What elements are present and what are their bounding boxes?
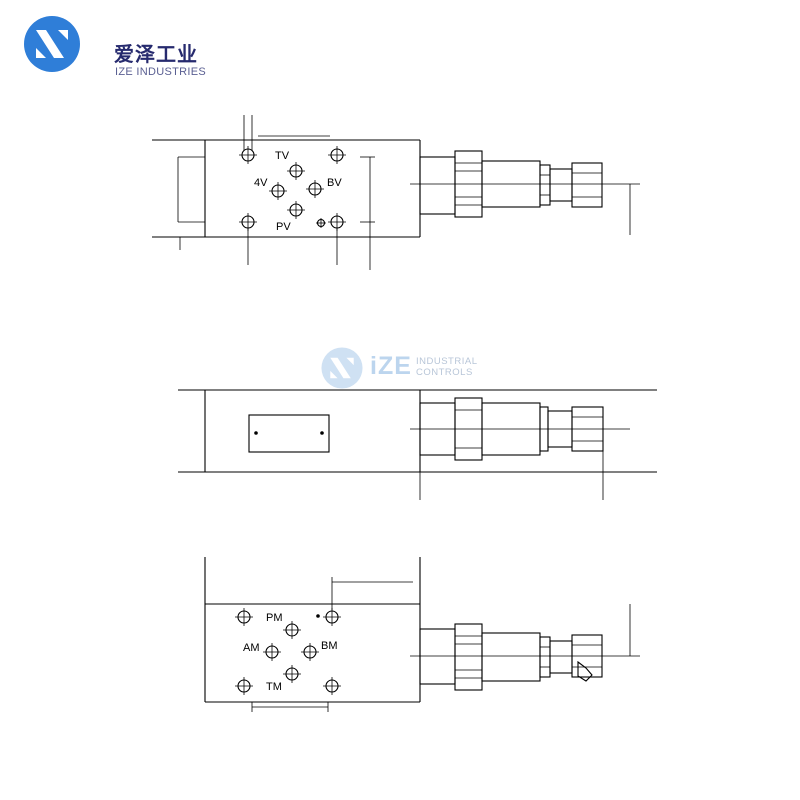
mount-hole-icon xyxy=(238,145,258,165)
mount-hole-icon xyxy=(327,145,347,165)
pin-hole-icon xyxy=(315,217,327,229)
port-label-pm: PM xyxy=(266,612,283,624)
mount-hole-icon xyxy=(327,212,347,232)
brand-logo: 爱泽工业 IZE INDUSTRIES xyxy=(22,14,222,78)
mount-hole-icon xyxy=(322,676,342,696)
port-label-tm: TM xyxy=(266,681,282,693)
watermark-line1: INDUSTRIAL xyxy=(416,356,478,367)
middle-view xyxy=(178,389,657,500)
port-tm-icon xyxy=(282,664,302,684)
port-label-tv: TV xyxy=(275,150,290,162)
nameplate xyxy=(248,414,330,453)
mount-hole-icon xyxy=(238,212,258,232)
port-pv-icon xyxy=(286,200,306,220)
pin-hole-icon xyxy=(316,614,320,618)
mount-hole-icon xyxy=(322,607,342,627)
bottom-view: PM AM BM TM xyxy=(204,557,640,712)
port-label-pv: PV xyxy=(276,221,291,233)
top-view: TV 4V BV PV xyxy=(152,115,640,270)
port-tv-icon xyxy=(286,161,306,181)
port-label-am: AM xyxy=(243,642,260,654)
mount-hole-icon xyxy=(234,607,254,627)
port-label-bm: BM xyxy=(321,640,338,652)
mount-hole-icon xyxy=(234,676,254,696)
port-bm-icon xyxy=(300,642,320,662)
port-4v-icon xyxy=(268,181,288,201)
watermark-logo-icon xyxy=(321,347,363,389)
watermark-subtitle: INDUSTRIAL CONTROLS xyxy=(416,356,477,378)
port-pm-icon xyxy=(282,620,302,640)
brand-name-en: IZE INDUSTRIES xyxy=(115,66,206,78)
ize-logo-icon xyxy=(24,16,80,72)
lock-lever-icon xyxy=(577,660,593,682)
watermark-line2: CONTROLS xyxy=(416,367,473,378)
port-label-bv: BV xyxy=(327,177,342,189)
port-bv-icon xyxy=(305,179,325,199)
brand-name-cn: 爱泽工业 xyxy=(114,42,198,66)
port-label-4v: 4V xyxy=(254,177,268,189)
nameplate-screw-icon xyxy=(320,431,324,435)
port-am-icon xyxy=(262,642,282,662)
nameplate-screw-icon xyxy=(254,431,258,435)
watermark-name: iZE xyxy=(370,352,412,380)
